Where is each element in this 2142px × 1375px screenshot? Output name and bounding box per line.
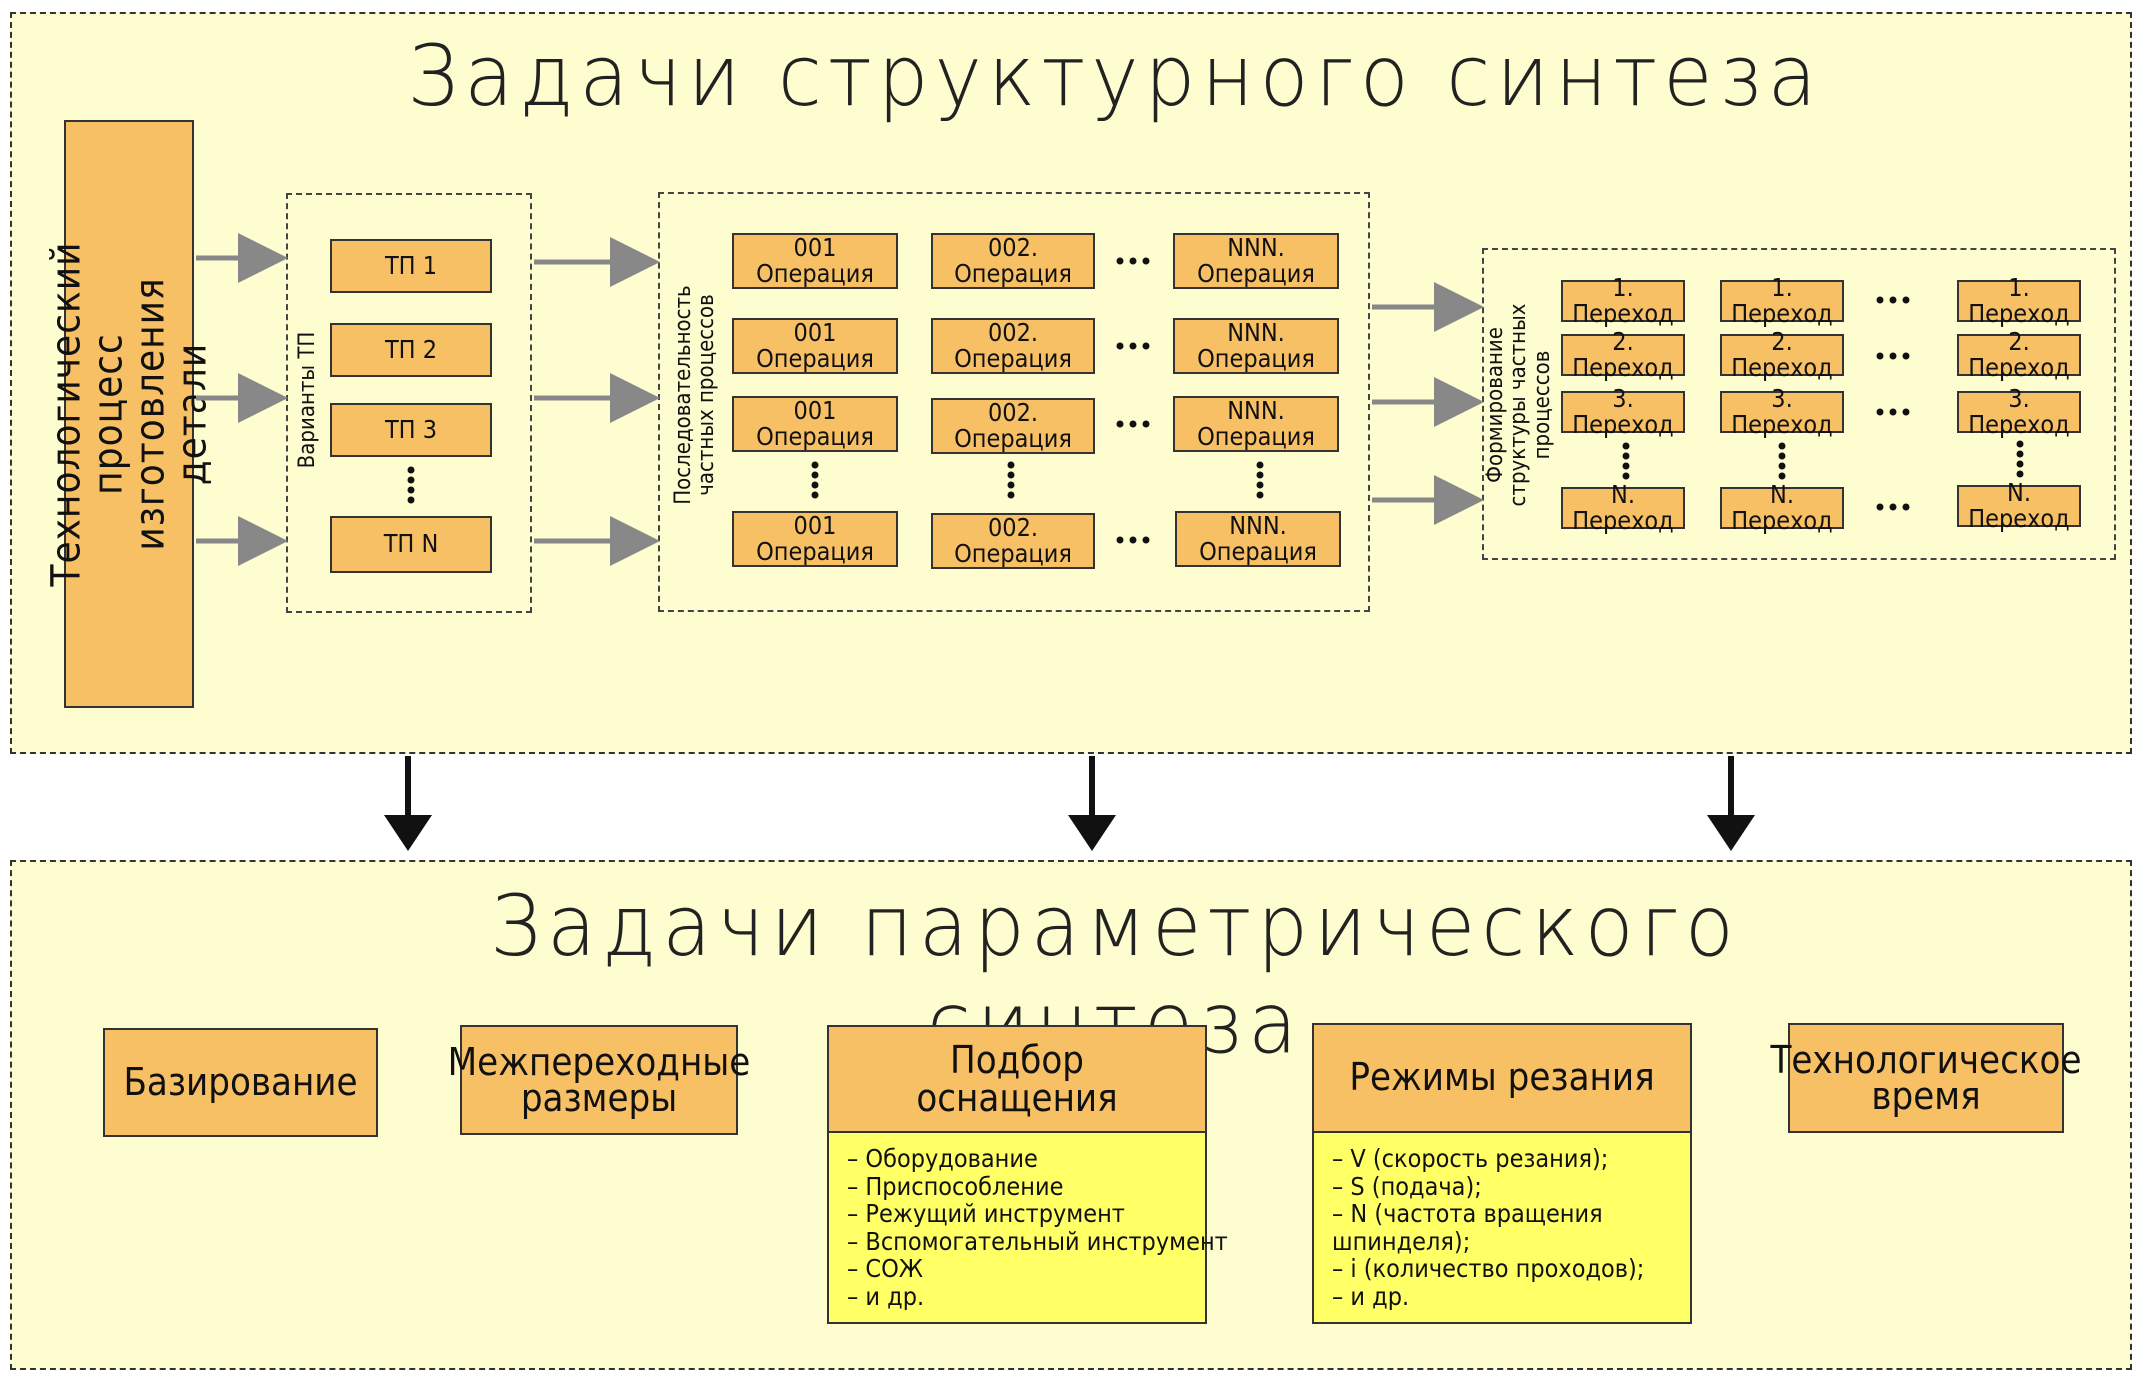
op-2-2: 002. Операция: [931, 318, 1095, 374]
equipment-list: – Оборудование – Приспособление – Режущи…: [827, 1131, 1228, 1324]
interop-sizes-box: Межпереходные размеры: [448, 1025, 750, 1135]
equipment-item: – Режущий инструмент: [847, 1199, 1125, 1228]
op-4-1: 001 Операция: [732, 511, 898, 567]
cutting-modes-box: Режимы резания: [1312, 1023, 1692, 1133]
op-3-1: 001 Операция: [732, 396, 898, 452]
equipment-item: – Вспомогательный инструмент: [847, 1226, 1228, 1256]
op-1-2: 002. Операция: [931, 233, 1095, 289]
ellipsis-dots: [407, 257, 2024, 544]
cutting-modes-list: – V (скорость резания); – S (подача); – …: [1312, 1131, 1692, 1324]
op-4-2: 002. Операция: [931, 513, 1095, 569]
cutting-item: – V (скорость резания);: [1332, 1144, 1609, 1173]
structural-title: Задачи структурного синтеза: [407, 27, 1823, 125]
basing-box: Базирование: [103, 1028, 378, 1137]
equipment-item: – Приспособление: [847, 1171, 1064, 1201]
op-1-3: NNN. Операция: [1173, 233, 1339, 289]
process-box: Технологический процесс изготовления дет…: [43, 120, 215, 708]
tp-n: ТП N: [330, 516, 492, 573]
tr-2-2: 2. Переход: [1720, 328, 1844, 381]
equipment-box: Подбор оснащения: [827, 1025, 1207, 1133]
cutting-item: – S (подача);: [1332, 1171, 1482, 1201]
equipment-item: – Оборудование: [847, 1144, 1038, 1173]
tr-4-1: N. Переход: [1561, 481, 1685, 534]
tr-3-1: 3. Переход: [1561, 385, 1685, 438]
cutting-item: шпинделя);: [1332, 1226, 1471, 1256]
op-2-1: 001 Операция: [732, 318, 898, 374]
parametric-title: Задачи параметрического синтеза: [490, 877, 1740, 1073]
op-3-3: NNN. Операция: [1173, 396, 1339, 452]
op-2-3: NNN. Операция: [1173, 318, 1339, 374]
tech-time-box: Технологическое время: [1771, 1023, 2082, 1133]
op-4-3: NNN. Операция: [1175, 511, 1341, 567]
tp-2: ТП 2: [330, 323, 492, 377]
cutting-item: – и др.: [1332, 1281, 1410, 1311]
equipment-item: – и др.: [847, 1281, 925, 1311]
tp-3: ТП 3: [330, 403, 492, 457]
equipment-item: – СОЖ: [847, 1254, 924, 1283]
tp-1: ТП 1: [330, 239, 492, 293]
op-1-1: 001 Операция: [732, 233, 898, 289]
op-3-2: 002. Операция: [931, 398, 1095, 454]
structural-synthesis-panel: [10, 12, 2132, 754]
cutting-item: – N (частота вращения: [1332, 1199, 1603, 1228]
cutting-item: – i (количество проходов);: [1332, 1254, 1645, 1283]
